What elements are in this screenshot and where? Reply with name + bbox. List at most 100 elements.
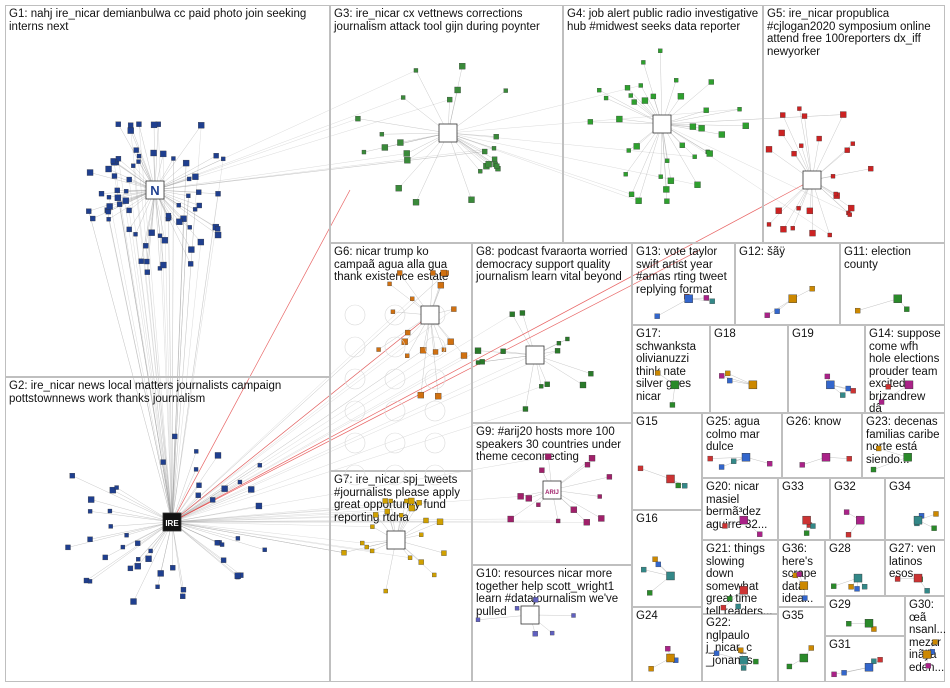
- node-g1: [127, 127, 134, 134]
- node-g22: [738, 647, 744, 653]
- node-g5: [809, 229, 816, 237]
- node-g3: [361, 149, 367, 155]
- edge: [86, 521, 173, 581]
- group-box-g17: G17: schwanksta olivianuzzi think nate s…: [632, 325, 710, 413]
- hub-node-g22: [739, 656, 748, 665]
- node-g4: [694, 181, 701, 188]
- node-g3: [447, 96, 453, 103]
- inter-group-edge: [107, 210, 173, 523]
- node-g8: [475, 360, 481, 365]
- group-label-g21: G21: things slowing down somewhat great …: [706, 543, 773, 618]
- node-g27: [894, 576, 901, 582]
- highlight-edge: [171, 249, 701, 523]
- group-label-g23: G23: decenas familias caribe norte está …: [866, 416, 943, 466]
- edge: [140, 189, 156, 262]
- node-g1: [105, 208, 111, 215]
- inter-group-edge: [447, 132, 632, 195]
- inter-group-edge: [154, 153, 407, 191]
- node-g1: [106, 203, 113, 210]
- self-loop: [384, 336, 406, 358]
- node-g5: [827, 232, 832, 238]
- node-g4: [658, 174, 663, 179]
- edge: [599, 89, 663, 125]
- node-g3: [493, 134, 499, 140]
- hub-node-g31: [864, 663, 874, 672]
- self-loop: [384, 464, 406, 486]
- node-g16: [647, 590, 653, 596]
- inter-group-edge: [447, 132, 695, 157]
- node-g8: [479, 359, 485, 365]
- node-g31: [841, 670, 847, 676]
- node-g2: [193, 467, 199, 472]
- node-g7: [372, 512, 379, 518]
- inter-group-edge: [171, 384, 548, 523]
- node-g5: [850, 141, 856, 146]
- node-g8: [519, 310, 526, 316]
- node-g5: [806, 207, 814, 215]
- group-box-g23: G23: decenas familias caribe norte está …: [862, 413, 945, 478]
- edge: [154, 125, 202, 191]
- inter-group-edge: [171, 338, 568, 523]
- node-g1: [171, 156, 176, 161]
- hub-node-g21: [739, 586, 748, 595]
- edge: [363, 132, 449, 153]
- inter-group-edge: [130, 130, 173, 523]
- node-g5: [801, 113, 808, 119]
- node-g5: [799, 143, 804, 148]
- hub-node-g20: [739, 515, 748, 525]
- inter-group-edge: [154, 70, 417, 191]
- group-box-g18: G18: [710, 325, 788, 413]
- node-g8: [544, 381, 550, 387]
- node-g21: [720, 604, 727, 611]
- group-box-g25: G25: agua colmo mar dulce: [702, 413, 782, 478]
- edge: [834, 667, 870, 675]
- node-g8: [539, 384, 544, 389]
- node-g3: [454, 86, 461, 94]
- group-box-g19: G19: [788, 325, 865, 413]
- node-g1: [182, 159, 190, 167]
- node-g9: [517, 493, 524, 500]
- node-g1: [187, 225, 192, 230]
- node-g1: [176, 218, 183, 225]
- node-g33: [810, 523, 816, 529]
- node-g10: [532, 631, 538, 637]
- edge: [657, 298, 689, 317]
- node-g1: [143, 243, 149, 249]
- edge: [154, 189, 219, 236]
- hub-node-g14: [904, 380, 914, 390]
- edge: [551, 476, 610, 491]
- node-g1: [106, 195, 112, 200]
- edge: [162, 462, 173, 523]
- node-g35: [786, 663, 793, 670]
- edge: [154, 189, 219, 195]
- node-g1: [160, 261, 167, 269]
- edge: [661, 123, 698, 185]
- node-g3: [379, 132, 385, 137]
- node-g2: [214, 452, 222, 459]
- node-g22: [740, 665, 747, 671]
- node-g35: [808, 645, 814, 651]
- node-g3: [468, 196, 475, 203]
- node-g4: [628, 191, 635, 198]
- group-label-g10: G10: resources nicar more together help …: [476, 568, 622, 618]
- hub-node-g24: [666, 653, 675, 663]
- group-label-g3: G3: ire_nicar cx vettnews corrections jo…: [334, 8, 540, 33]
- node-g7: [369, 548, 375, 554]
- node-g7: [408, 497, 415, 505]
- node-g1: [138, 258, 144, 264]
- edge: [171, 521, 183, 597]
- inter-group-edge: [154, 99, 450, 191]
- node-g9: [598, 515, 605, 522]
- inter-group-edge: [128, 179, 173, 523]
- edge: [154, 189, 192, 250]
- highlight-edge: [171, 189, 351, 523]
- hub-node-g7: [386, 530, 406, 550]
- inter-group-edge: [171, 502, 420, 523]
- node-g2: [127, 565, 134, 572]
- inter-group-edge: [661, 114, 844, 125]
- node-g5: [844, 147, 850, 153]
- edge: [878, 448, 908, 458]
- node-g4: [658, 48, 663, 53]
- edge: [67, 521, 173, 548]
- edge: [643, 569, 671, 577]
